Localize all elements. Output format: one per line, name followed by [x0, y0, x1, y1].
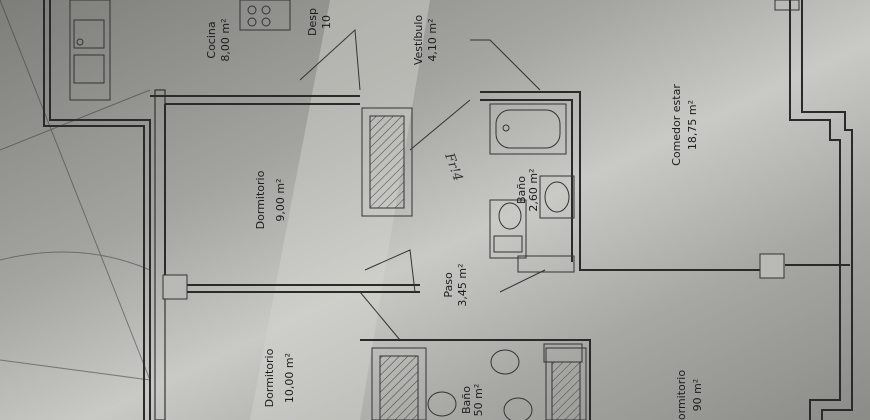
- room-label-comedor: Comedor estar 18,75 m²: [670, 84, 699, 166]
- paper-crease: [250, 0, 430, 420]
- washbasin-icon: [539, 175, 575, 219]
- room-label-dormitorio1: Dormitorio 9,00 m²: [254, 170, 287, 229]
- room-area: 9,00 m²: [274, 178, 287, 221]
- room-name: ormitorio: [675, 370, 688, 420]
- bathtub-icon: [489, 103, 567, 155]
- wardrobe-upper: [361, 107, 413, 217]
- room-name: Dormitorio: [263, 348, 276, 407]
- room-label-vestibulo: Vestíbulo 4,10 m²: [412, 15, 439, 66]
- room-label-despensa: Desp 10: [306, 8, 333, 36]
- room-area: 18,75 m²: [686, 100, 699, 150]
- room-name: Paso: [442, 272, 455, 298]
- room-label-bano1: Baño 2,60 m²: [515, 168, 540, 211]
- room-label-paso: Paso 3,45 m²: [442, 263, 469, 306]
- room-name: Vestíbulo: [412, 15, 425, 66]
- room-area: 4,10 m²: [426, 18, 439, 61]
- room-name: Baño: [515, 176, 528, 204]
- kitchen-counter: [69, 0, 111, 101]
- room-name: Cocina: [205, 21, 218, 58]
- toilet-icon-2: [427, 343, 583, 420]
- room-name: Dormitorio: [254, 170, 267, 229]
- right-exterior-wall: [789, 0, 853, 420]
- door-swings: [299, 28, 546, 341]
- room-name: Baño: [460, 386, 473, 414]
- room-name: Desp: [306, 8, 319, 36]
- room-area: 10: [320, 15, 333, 29]
- room-area: 8,00 m²: [219, 18, 232, 61]
- room-area: 10,00 m²: [283, 353, 296, 403]
- interior-walls: [150, 91, 850, 420]
- room-area: 50 m²: [472, 384, 485, 417]
- room-label-cocina: Cocina 8,00 m²: [205, 18, 232, 61]
- room-area: 90 m²: [691, 379, 704, 412]
- room-area: 3,45 m²: [456, 263, 469, 306]
- wardrobe-lower: [371, 347, 587, 420]
- toilet-icon: [489, 199, 527, 259]
- stove-icon: [239, 0, 291, 31]
- columns: [162, 0, 800, 300]
- room-label-dormitorio2: Dormitorio 10,00 m²: [263, 348, 296, 407]
- room-name: Comedor estar: [670, 84, 683, 166]
- room-area: 2,60 m²: [527, 168, 540, 211]
- room-label-bano2: Baño 50 m²: [460, 384, 485, 417]
- bidet-icon: [517, 255, 575, 273]
- room-label-dormitorio3: ormitorio 90 m²: [675, 370, 704, 420]
